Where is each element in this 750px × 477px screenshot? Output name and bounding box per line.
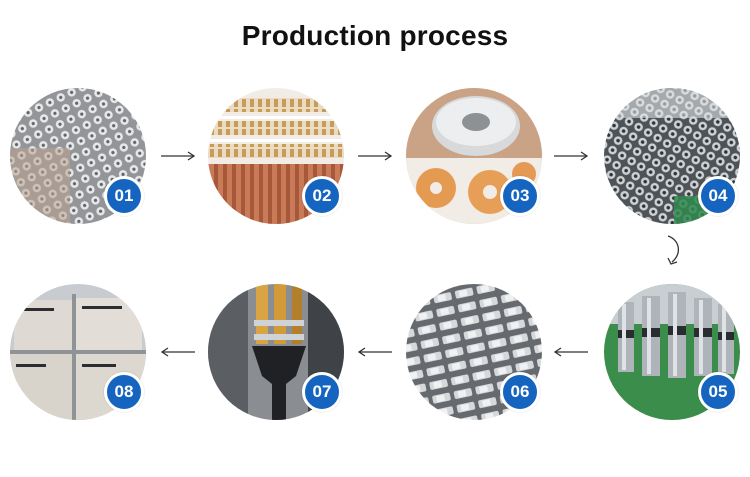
arrow-right-icon	[161, 151, 196, 161]
process-step-05: 05	[604, 284, 740, 420]
arrow-right-icon	[554, 151, 589, 161]
process-step-03: 03	[406, 88, 542, 224]
step-number-badge: 03	[500, 176, 540, 216]
page-title: Production process	[241, 20, 509, 51]
arrow-left-icon	[553, 347, 588, 357]
step-number-badge: 01	[104, 176, 144, 216]
process-step-06: 06	[406, 284, 542, 420]
step-number-badge: 06	[500, 372, 540, 412]
step-photo-metal-discs	[406, 88, 542, 224]
step-number-badge: 08	[104, 372, 144, 412]
step-number-badge: 07	[302, 372, 342, 412]
process-step-08: 08	[10, 284, 146, 420]
arrow-curved-down-icon	[667, 235, 679, 265]
process-step-04: 04	[604, 88, 740, 224]
step-number-badge: 04	[698, 176, 738, 216]
process-step-07: 07	[208, 284, 344, 420]
step-number-badge: 02	[302, 176, 342, 216]
arrow-right-icon	[358, 151, 393, 161]
arrow-left-icon	[357, 347, 392, 357]
step-number-badge: 05	[698, 372, 738, 412]
process-step-02: 02	[208, 88, 344, 224]
arrow-left-icon	[160, 347, 195, 357]
process-step-01: 01	[10, 88, 146, 224]
